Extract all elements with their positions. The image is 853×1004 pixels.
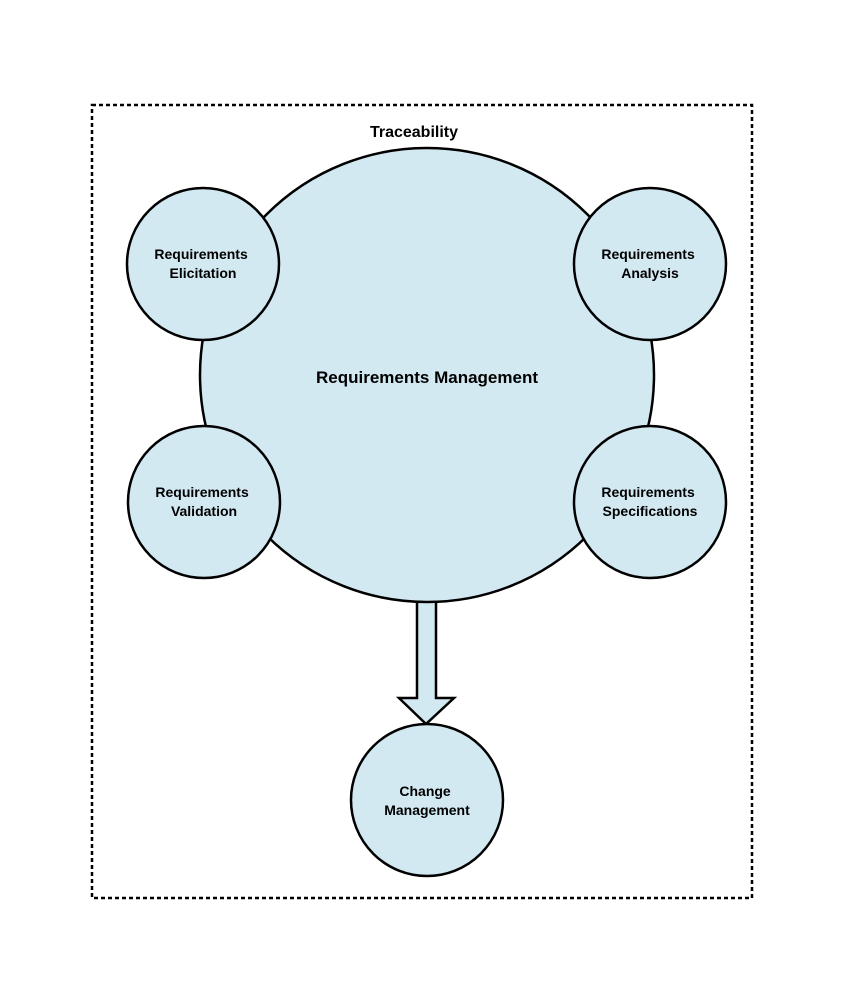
traceability-frame: [90, 103, 754, 900]
elicitation-label-line2: Elicitation: [170, 265, 237, 281]
specifications-label-line2: Specifications: [603, 503, 698, 519]
analysis-label-line1: Requirements: [601, 246, 695, 262]
requirements-management-node: Requirements Management: [198, 146, 656, 604]
analysis-label-line2: Analysis: [621, 265, 679, 281]
svg-text:Requirements Specificati: Requirements Specifications: [601, 484, 698, 519]
requirements-analysis-node: Requirements Analysis: [572, 186, 728, 342]
validation-label-line2: Validation: [171, 503, 237, 519]
requirements-validation-node: Requirements Validation: [126, 424, 282, 580]
svg-text:Change Management: Change Management: [384, 783, 470, 818]
svg-text:Requirements Elicitation: Requirements Elicitation: [154, 246, 251, 281]
svg-text:Requirements Validation: Requirements Validation: [155, 484, 252, 519]
change-label-line1: Change: [399, 783, 451, 799]
svg-text:Requirements Analysis: Requirements Analysis: [601, 246, 698, 281]
traceability-title: Traceability: [370, 124, 458, 141]
change-label-line2: Management: [384, 802, 470, 818]
elicitation-label-line1: Requirements: [154, 246, 248, 262]
validation-label-line1: Requirements: [155, 484, 249, 500]
requirements-specifications-node: Requirements Specifications: [572, 424, 728, 580]
requirements-elicitation-node: Requirements Elicitation: [125, 186, 281, 342]
specifications-label-line1: Requirements: [601, 484, 695, 500]
change-management-node: Change Management: [349, 722, 505, 878]
requirements-management-label: Requirements Management: [316, 368, 538, 387]
